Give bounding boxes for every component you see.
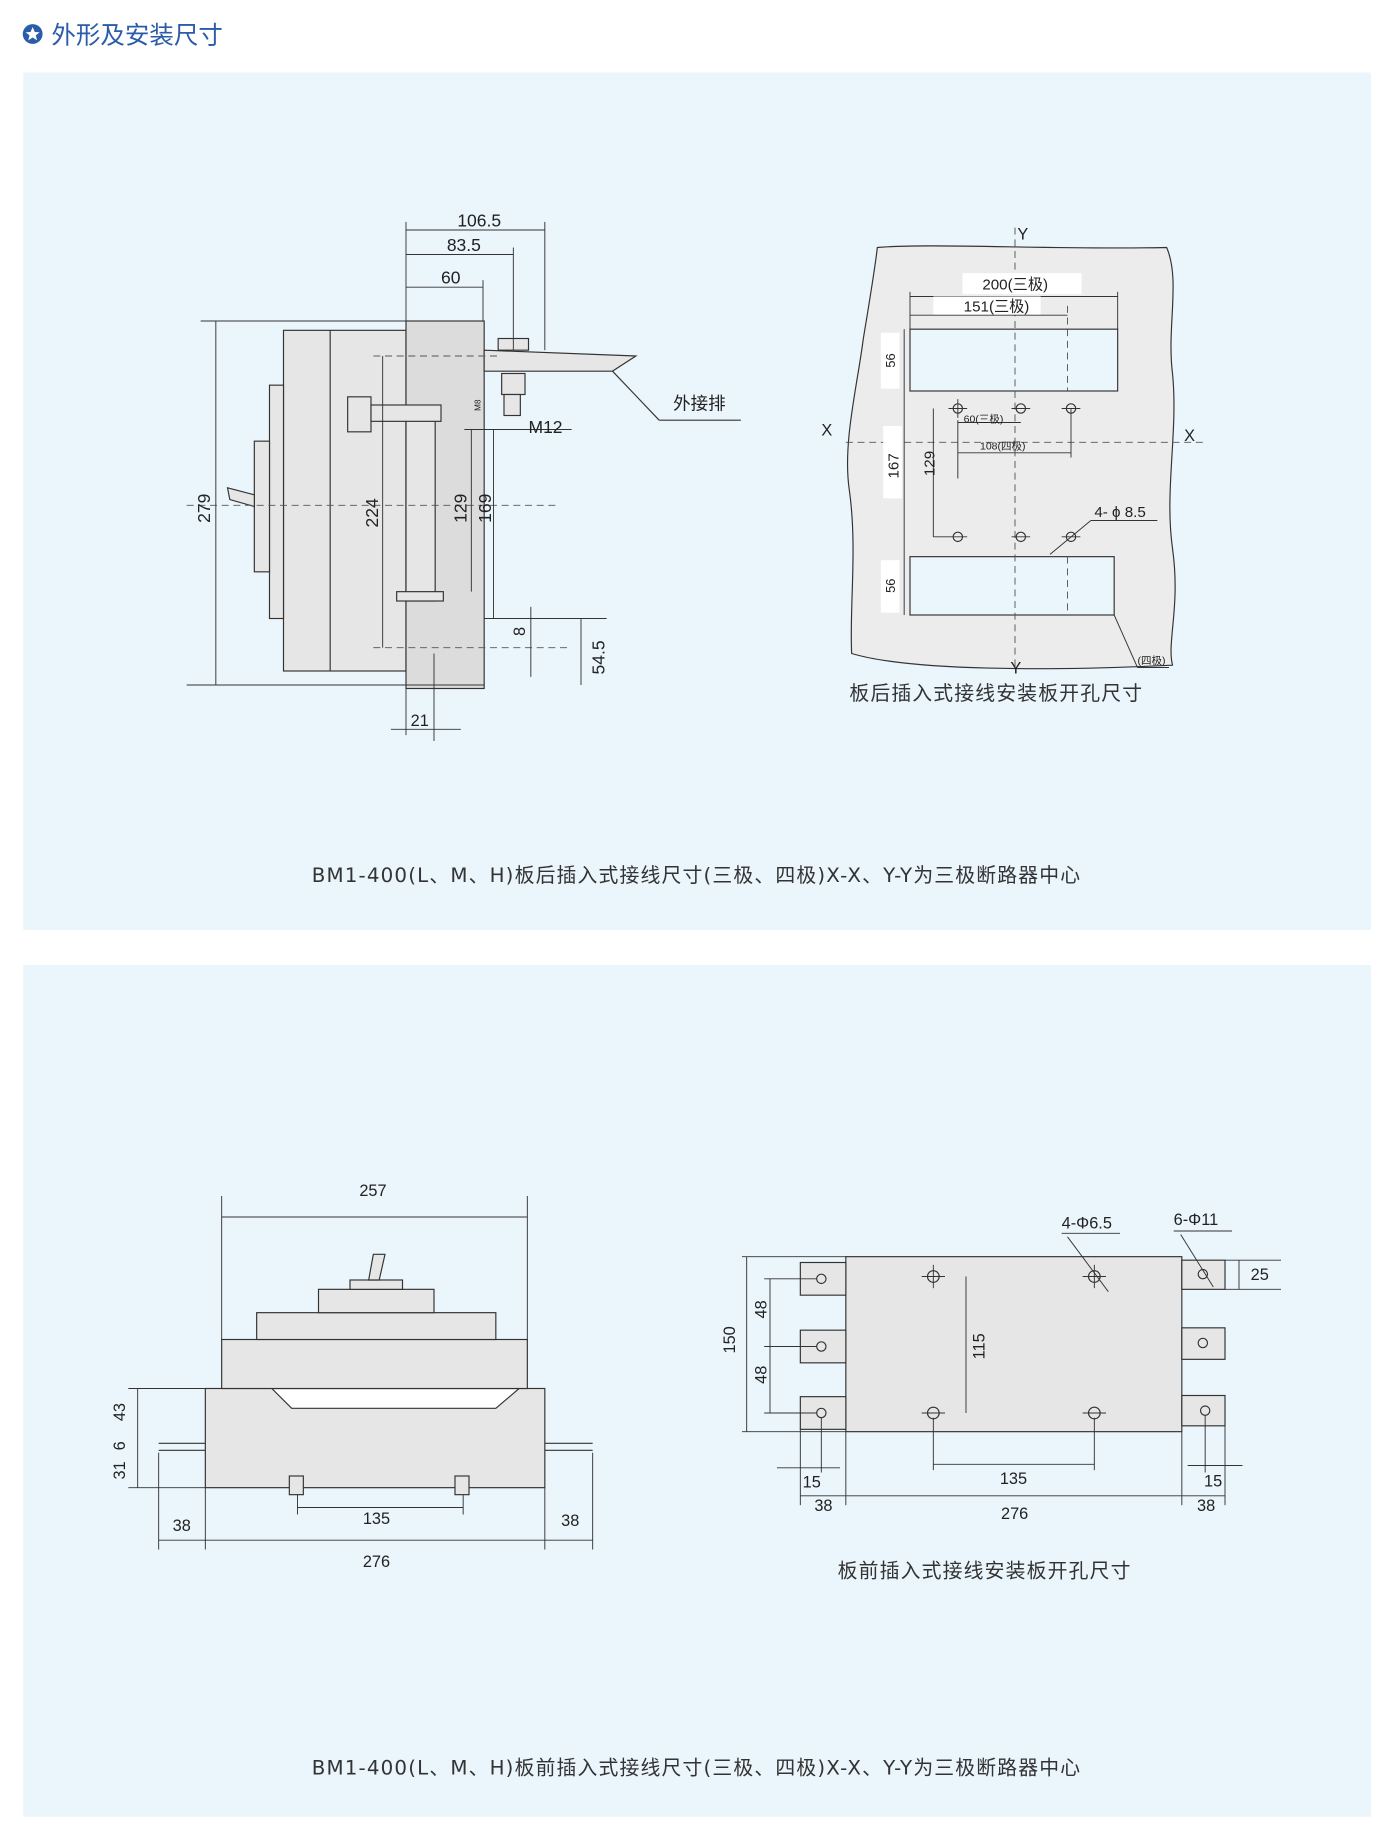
handle [226,487,255,508]
panel-rear-connection: 外接排 106.5 83.5 60 279 224 129 16 [23,72,1371,930]
rear-panel-caption: BM1-400(L、M、H)板后插入式接线尺寸(三极、四极)X-X、Y-Y为三极… [312,864,1082,887]
dim-43: 43 [111,1403,129,1421]
terminal [1181,1327,1226,1360]
breaker-body [282,329,407,672]
hole [1011,403,1031,414]
axis-x-right: X [1184,427,1195,445]
dim-6: 6 [111,1441,129,1450]
rear-cutout-drawing: Y Y X X 200(三极) 151(三极) 56 56 167 129 60… [821,225,1208,705]
dim-48-bottom: 48 [753,1366,771,1384]
section-title: 外形及安装尺寸 [51,20,223,49]
dim-54-5: 54.5 [588,640,608,674]
dim-31: 31 [111,1461,129,1479]
dim-48-top: 48 [753,1300,771,1318]
busbar-label: 外接排 [673,394,726,414]
hole [1082,1264,1106,1289]
terminals [799,1259,1226,1430]
front-cutout-drawing: 4-Φ6.5 6-Φ11 25 150 48 48 115 135 15 [721,1211,1281,1582]
hole [1061,403,1081,414]
dim-15-left: 15 [803,1474,821,1492]
label-m8: M8 [474,399,483,411]
cutout-bottom [909,556,1115,616]
dim-115: 115 [971,1333,989,1359]
front-panel-caption: BM1-400(L、M、H)板前插入式接线尺寸(三极、四极)X-X、Y-Y为三极… [312,1757,1082,1780]
dim-200: 200(三极) [982,277,1048,294]
section-header: 外形及安装尺寸 [22,20,223,49]
dim-167: 167 [885,453,902,478]
label-holes-11: 6-Φ11 [1174,1211,1219,1229]
label-four-pole: (四极) [1138,654,1166,667]
dim-21: 21 [411,712,429,730]
dim-25: 25 [1251,1266,1269,1284]
cutout-plate [845,1256,1183,1433]
dim-38-left-cutout: 38 [814,1497,832,1515]
axis-y-bottom: Y [1010,659,1021,677]
hole [933,531,968,543]
dim-56-top: 56 [883,353,898,367]
cutout-top [909,328,1119,392]
front-plate [268,384,285,620]
front-cutout-title: 板前插入式接线安装板开孔尺寸 [838,1560,1132,1583]
dim-38-right: 38 [561,1512,579,1530]
handle [367,1253,386,1281]
label-holes-6-5: 4-Φ6.5 [1062,1215,1112,1233]
dim-257: 257 [359,1182,386,1200]
terminal [1181,1259,1226,1290]
hole [1011,531,1031,543]
dim-224: 224 [362,498,382,527]
dim-106-5: 106.5 [457,210,501,230]
dim-56-bottom: 56 [883,579,898,593]
dim-135: 135 [363,1510,390,1528]
dim-38-right-cutout: 38 [1197,1497,1215,1515]
side-view-drawing: 外接排 106.5 83.5 60 279 224 129 16 [186,210,741,741]
panel-front-connection: 257 43 6 31 38 38 276 135 [23,965,1371,1817]
dim-60: 60 [441,268,461,288]
star-icon [25,27,40,41]
rear-cutout-title: 板后插入式接线安装板开孔尺寸 [849,682,1143,705]
front-view-drawing: 257 43 6 31 38 38 276 135 [111,1182,594,1571]
dim-129: 129 [451,494,471,523]
dim-15-right: 15 [1204,1473,1222,1491]
breaker-cover [221,1338,528,1390]
dim-276-cutout: 276 [1001,1505,1028,1523]
dim-135-cutout: 135 [1000,1470,1027,1488]
dim-8: 8 [511,627,529,636]
dim-38-left: 38 [173,1517,191,1535]
axis-y-top: Y [1017,225,1028,243]
dim-276: 276 [363,1553,390,1571]
hole [948,399,968,418]
dim-60-three-pole: 60(三极) [964,413,1004,426]
dim-151: 151(三极) [964,299,1030,316]
label-m12: M12 [529,417,563,437]
dim-108-four-pole: 108(四极) [980,439,1026,452]
hole [921,1264,946,1289]
dim-129-cutout: 129 [922,451,939,476]
dim-279: 279 [194,494,214,523]
axis-x-left: X [821,421,832,439]
dim-169: 169 [475,494,495,523]
dim-150: 150 [721,1326,739,1353]
label-holes-8-5: 4- ϕ 8.5 [1094,504,1145,521]
terminal [1181,1394,1226,1427]
dim-83-5: 83.5 [447,235,481,255]
